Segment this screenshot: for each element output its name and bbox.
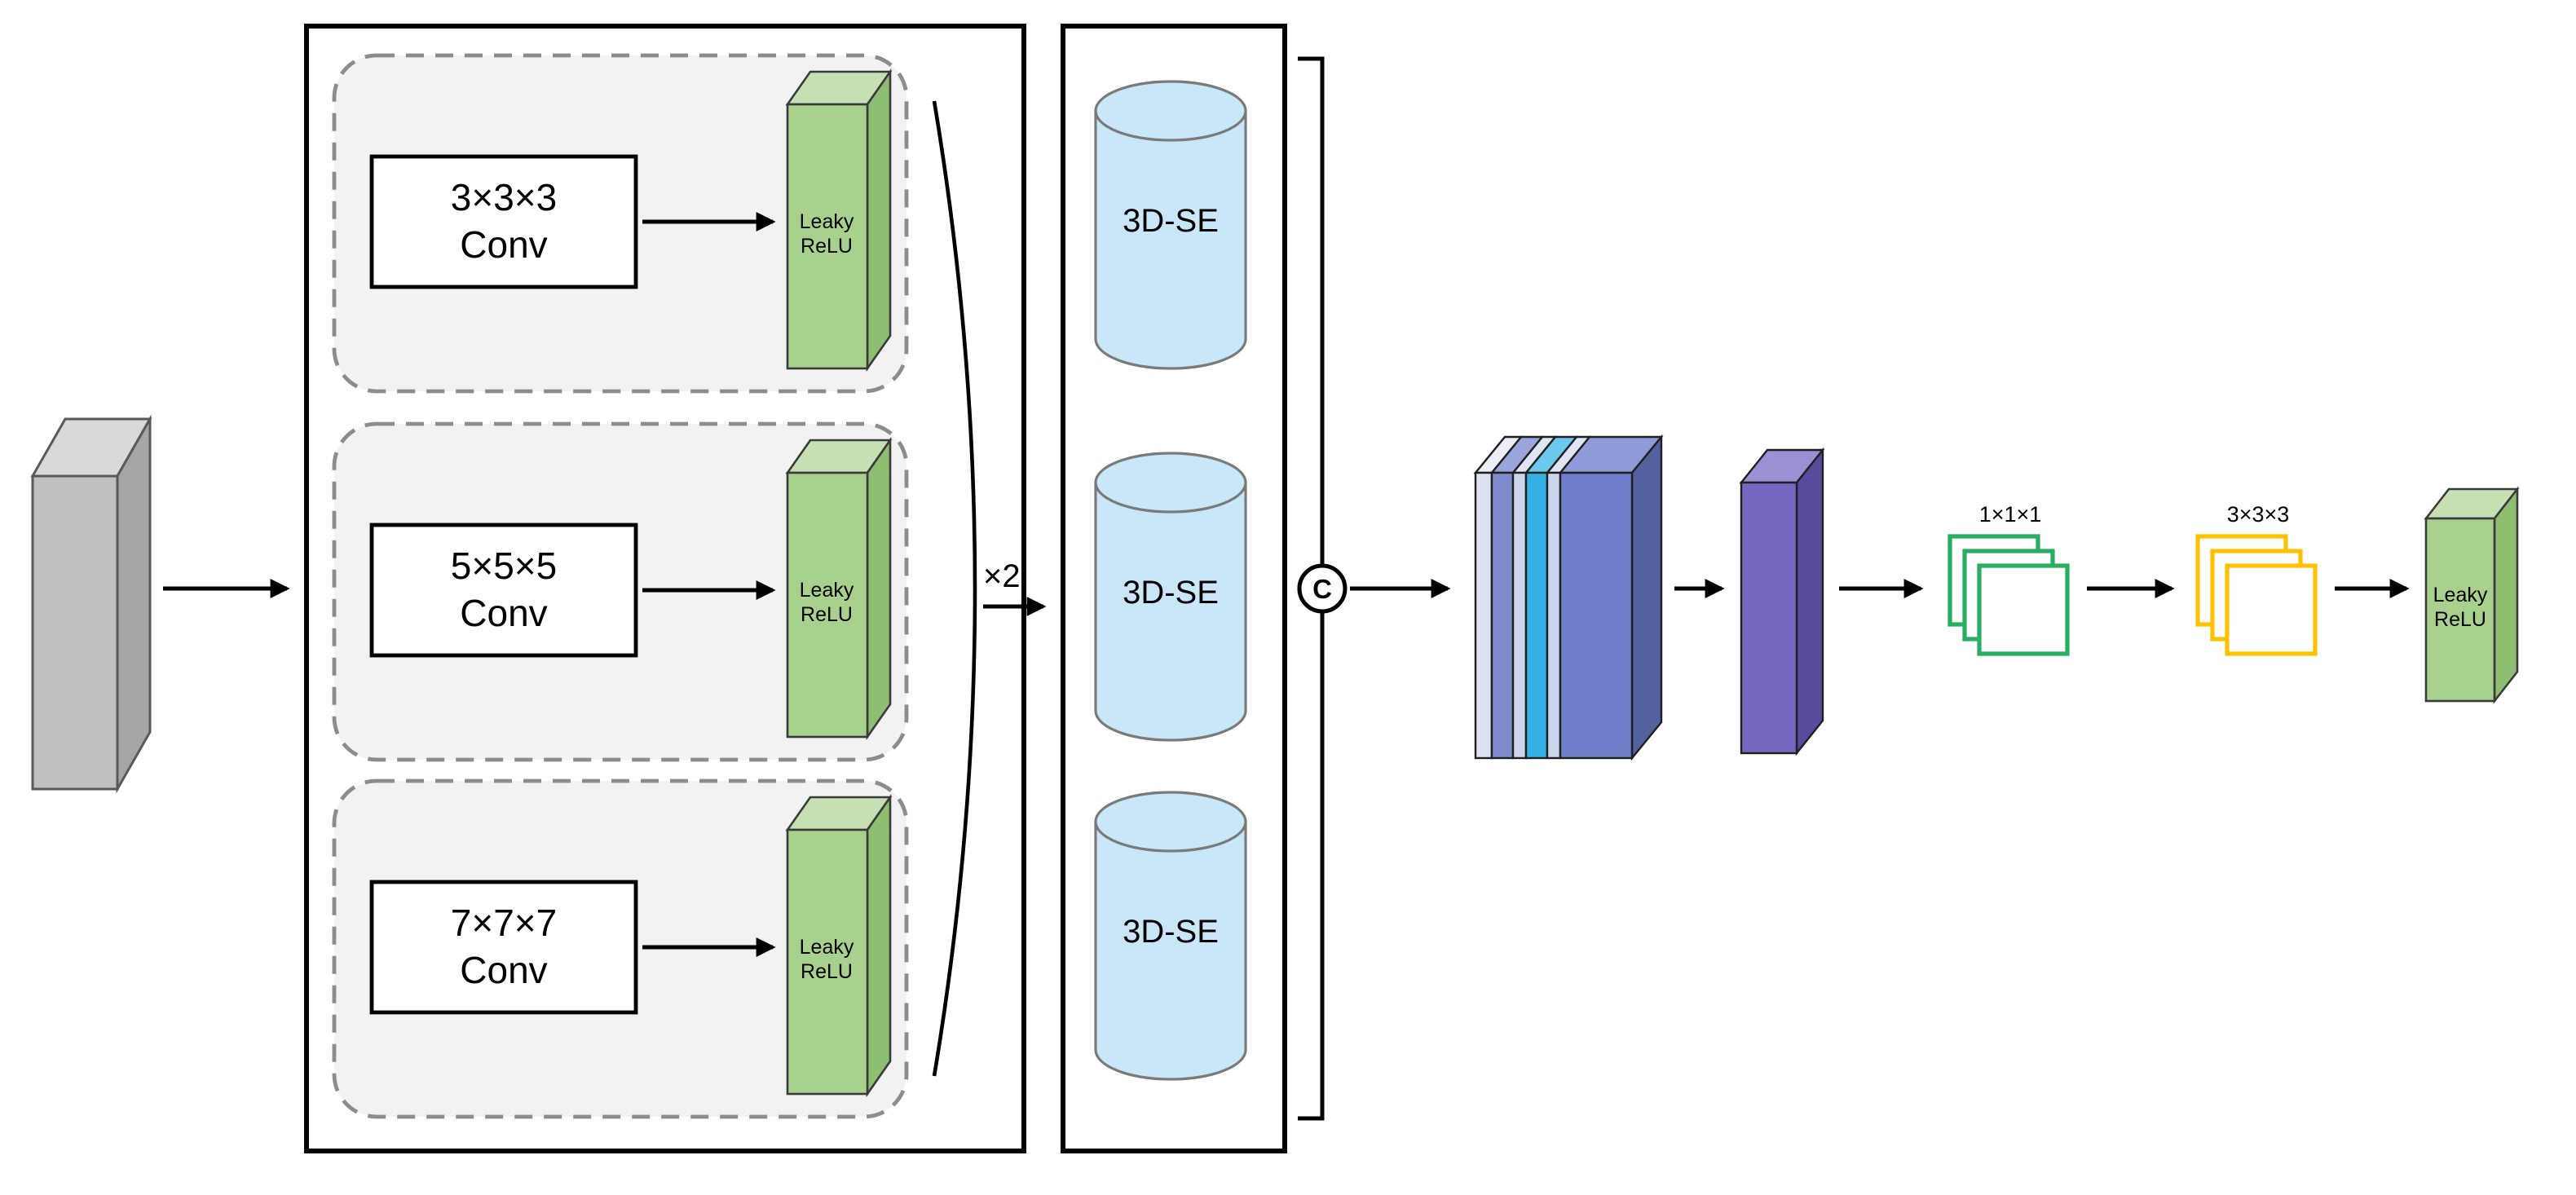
se-block-1: 3D-SE [1094, 80, 1247, 370]
concat-node-circle [1297, 563, 1348, 614]
repeat-label: ×2 [983, 558, 1021, 594]
fused-feature-block [1739, 447, 1825, 756]
conv3x3-kernel-front [2225, 563, 2318, 656]
se-block-3-label: 3D-SE [1123, 914, 1219, 950]
fused-feature-front-face [1740, 481, 1798, 755]
branch-1-relu-side-face [866, 68, 892, 373]
se-block-2-cylinder-top [1094, 452, 1247, 514]
output-relu-front-face [2424, 517, 2496, 703]
feature-stack-layer-4 [1524, 471, 1549, 760]
branch-1-leaky-relu-block: Leaky ReLU [785, 68, 893, 373]
fused-feature-side-face [1795, 447, 1824, 756]
branch-2-relu-label-line1: Leaky [800, 579, 854, 602]
branch-3-relu-label-line1: Leaky [800, 936, 854, 959]
branch-2: 5×5×5 Conv Leaky ReLU [332, 421, 909, 762]
se-block-2-label: 3D-SE [1123, 575, 1219, 611]
input-volume [30, 414, 152, 794]
conv1x1-label: 1×1×1 [1979, 502, 2042, 527]
feature-stack-layer-2 [1490, 471, 1515, 760]
branch-3-conv-kernel-label: 7×7×7 [451, 902, 557, 944]
feature-stack-layer-6 [1559, 471, 1634, 760]
branch-1-relu-label-line1: Leaky [800, 210, 854, 233]
feature-stack [1473, 434, 1664, 761]
se-block-3-cylinder-body [1094, 820, 1247, 1081]
branch-3-conv-op-label: Conv [460, 949, 547, 991]
branch-2-conv-kernel-label: 5×5×5 [451, 545, 557, 587]
output-relu-label-line2: ReLU [2434, 608, 2486, 631]
conv3x3-stack: 3×3×3 [2195, 502, 2318, 656]
branch-2-conv-op-label: Conv [460, 592, 547, 634]
branch-2-leaky-relu-block: Leaky ReLU [785, 436, 893, 741]
branch-3-relu-label-line2: ReLU [801, 960, 853, 983]
branch-3-leaky-relu-block: Leaky ReLU [785, 793, 893, 1098]
se-block-1-cylinder-top [1094, 80, 1247, 142]
branch-2-relu-side-face [866, 436, 892, 741]
branch-3-relu-front-face [786, 828, 869, 1096]
concat-node: C [1297, 563, 1348, 614]
branch-3-conv-box [369, 880, 638, 1015]
se-block-1-label: 3D-SE [1123, 203, 1219, 239]
branch-1-conv-box [369, 154, 638, 289]
feature-stack-side-face [1630, 434, 1663, 761]
se-block-2-cylinder-body [1094, 481, 1247, 742]
input-volume-side-face [116, 414, 152, 794]
branch-1-conv-op-label: Conv [460, 223, 547, 266]
se-block-3-cylinder-top [1094, 791, 1247, 853]
branch-1-conv-kernel-label: 3×3×3 [451, 176, 557, 218]
repeat-brace [932, 100, 977, 1077]
se-block-2: 3D-SE [1094, 452, 1247, 742]
branch-2-conv-box [369, 523, 638, 658]
conv3x3-label: 3×3×3 [2227, 502, 2290, 527]
branch-1-relu-front-face [786, 103, 869, 370]
output-activation-block: Leaky ReLU [2424, 486, 2520, 704]
concat-node-label: C [1312, 574, 1332, 604]
branch-1: 3×3×3 Conv Leaky ReLU [332, 53, 909, 394]
se-block-1-cylinder-body [1094, 109, 1247, 370]
conv1x1-stack: 1×1×1 [1947, 502, 2070, 656]
output-relu-side-face [2493, 486, 2519, 704]
branch-3-relu-side-face [866, 793, 892, 1098]
branch-1-relu-label-line2: ReLU [801, 235, 853, 258]
conv1x1-kernel-front [1977, 563, 2070, 656]
feature-stack-layer-5 [1546, 471, 1562, 760]
branch-3: 7×7×7 Conv Leaky ReLU [332, 778, 909, 1119]
output-relu-label-line1: Leaky [2433, 584, 2488, 606]
branch-2-relu-front-face [786, 471, 869, 739]
feature-stack-layer-3 [1511, 471, 1528, 760]
se-block-3: 3D-SE [1094, 791, 1247, 1081]
branch-2-relu-label-line2: ReLU [801, 603, 853, 626]
input-volume-front-face [31, 474, 119, 791]
feature-stack-layer-1 [1474, 471, 1493, 760]
